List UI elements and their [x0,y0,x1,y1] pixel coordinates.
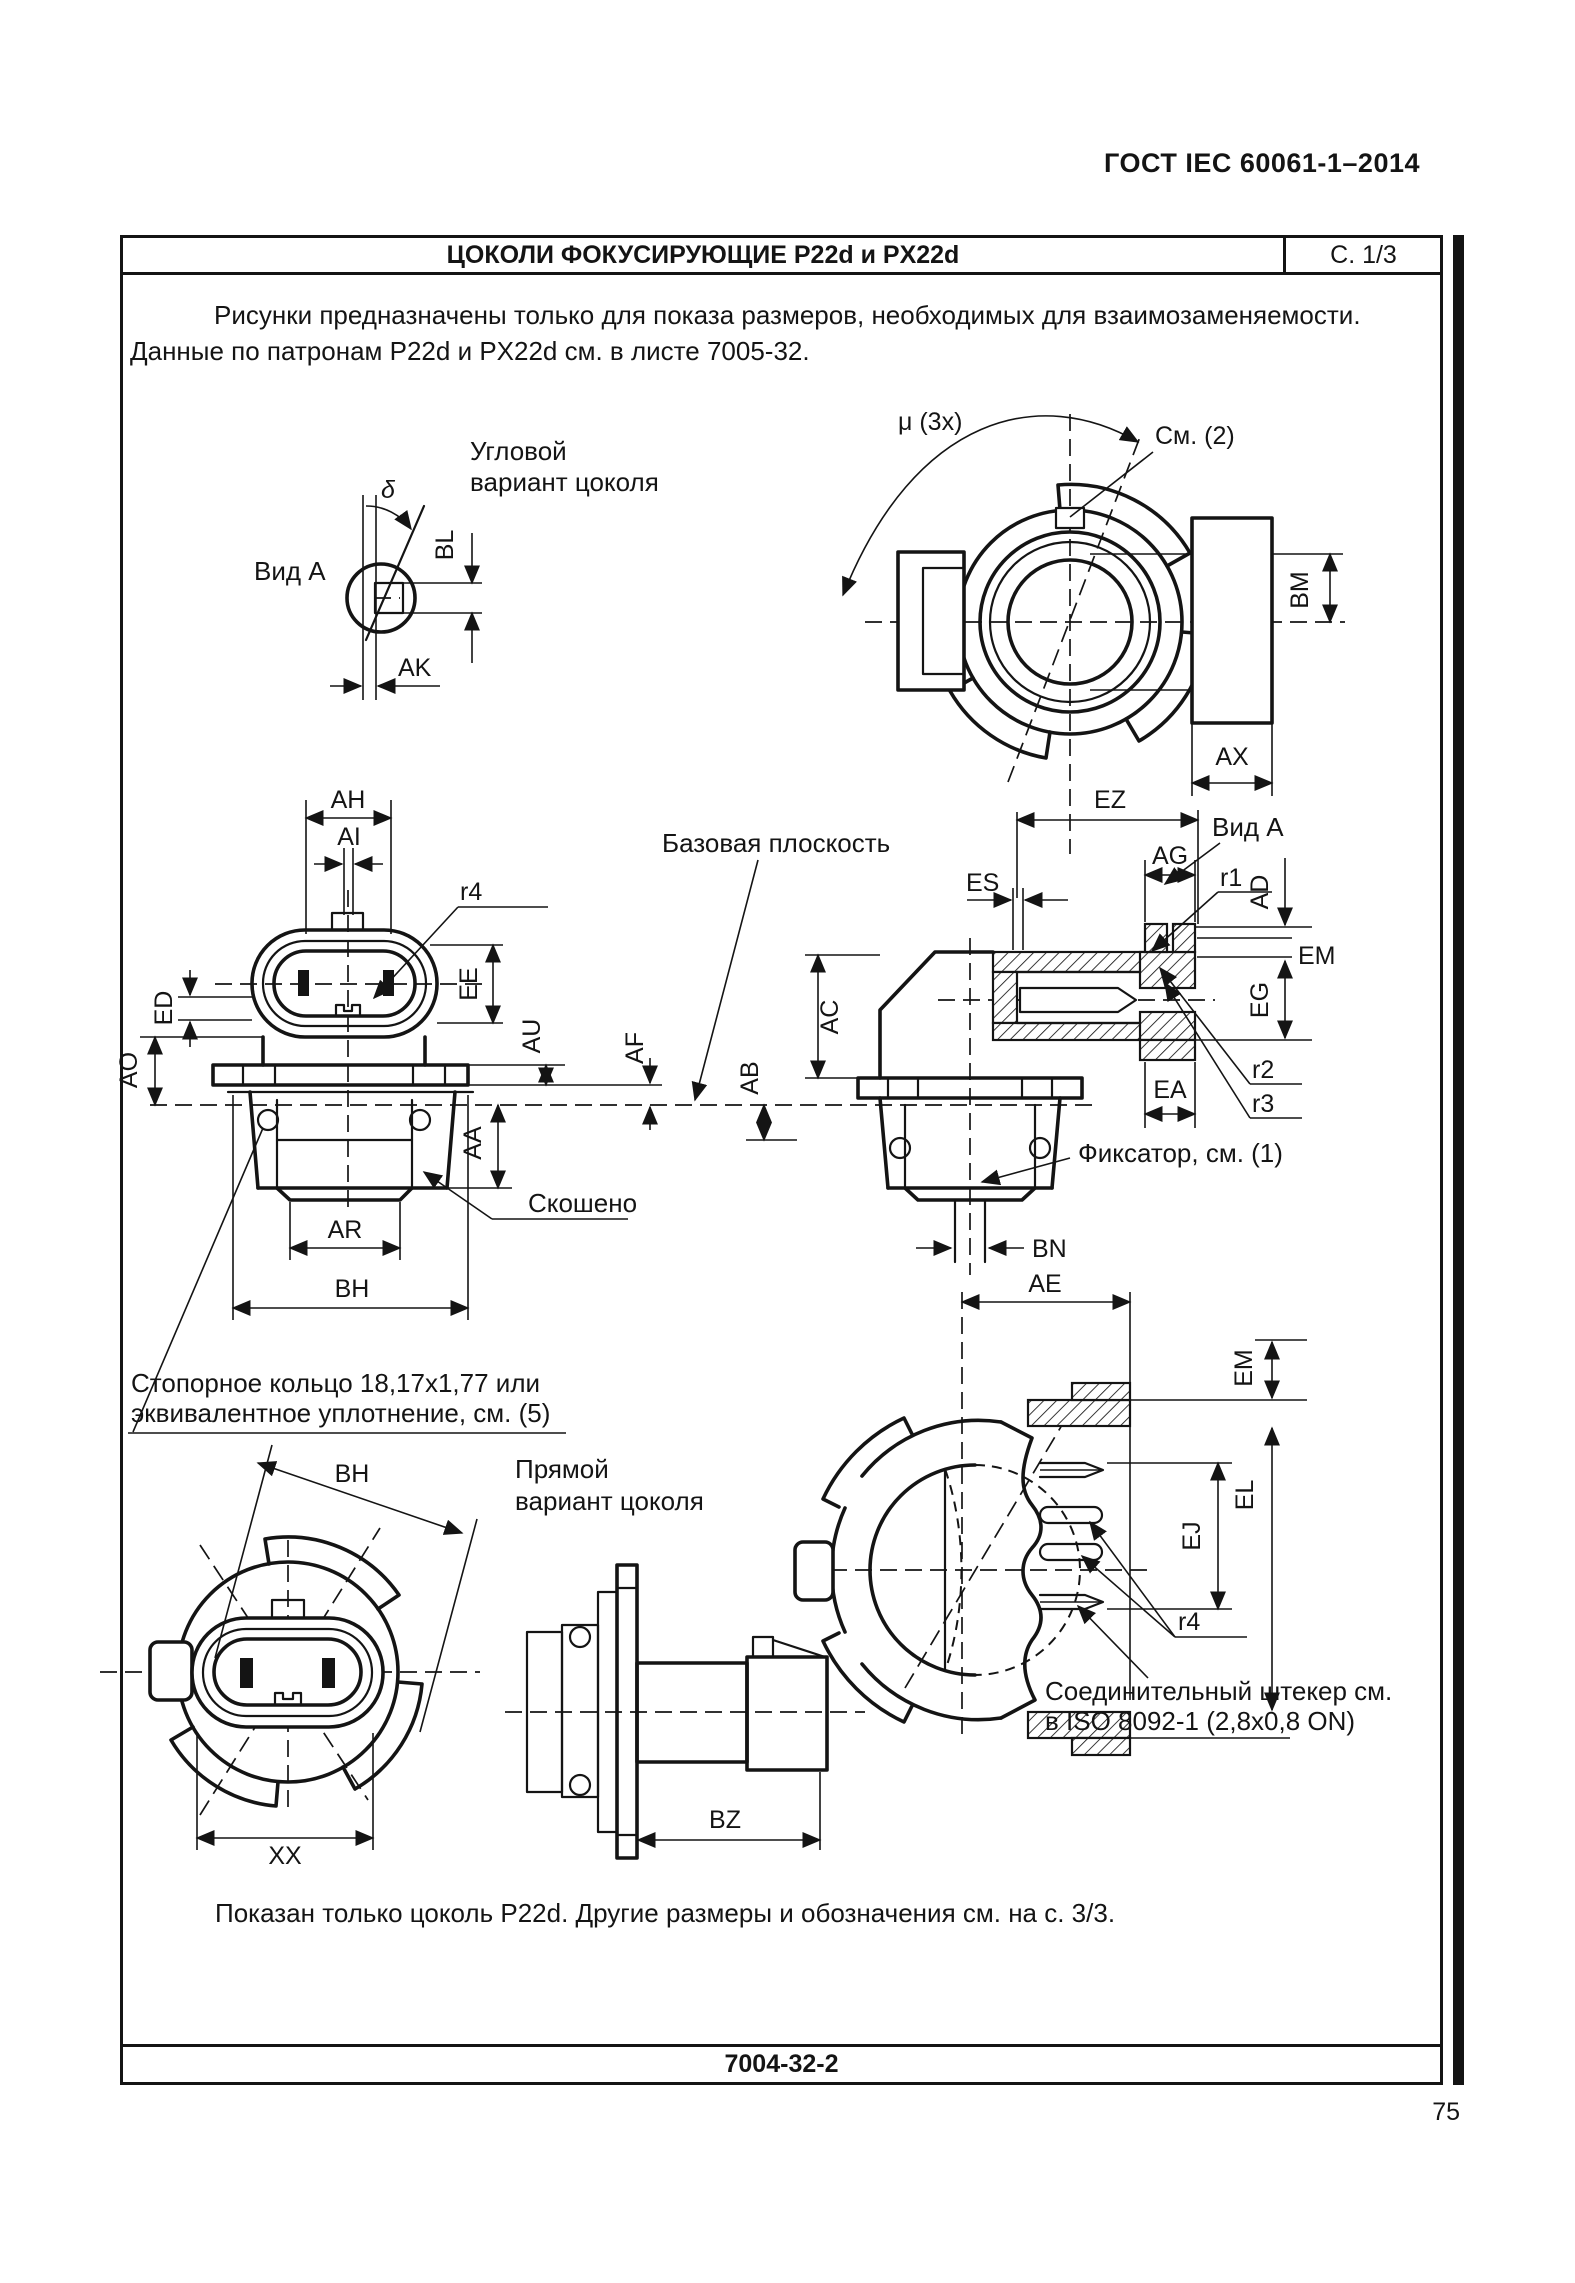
drawing-front-view: BM AX μ (3x) См. (2) [842,408,1345,854]
connector-note-line2: в ISO 8092-1 (2,8x0,8 ON) [1045,1706,1355,1736]
dim-label-AK: AK [398,654,432,682]
mu-angle-label: μ (3x) [898,408,962,436]
dim-label-AF: AF [621,1032,649,1064]
dim-label-AE: AE [1028,1270,1061,1298]
dim-label-BH: BH [335,1275,370,1303]
retainer-label: Фиксатор, см. (1) [1078,1138,1283,1168]
dim-label-r4-bottom: r4 [1178,1608,1200,1636]
dim-label-AH: AH [331,786,366,814]
lock-ring-line1: Стопорное кольцо 18,17x1,77 или [131,1368,540,1398]
straight-variant-line1: Прямой [515,1454,609,1484]
view-a-label-top: Вид А [254,556,326,586]
dim-label-r2: r2 [1252,1056,1274,1084]
dim-label-EM-bottom: EM [1230,1349,1258,1387]
dim-label-AI: AI [337,823,361,851]
dim-label-EE: EE [455,967,483,1000]
dim-label-EJ: EJ [1178,1521,1206,1550]
dim-label-EM-side: EM [1298,942,1336,970]
page-number: 75 [1432,2098,1460,2126]
dim-label-EG: EG [1246,982,1274,1018]
angular-variant-line2: вариант цоколя [470,467,659,497]
dim-label-ED: ED [150,991,178,1026]
drawing-cap-front: AH AI r4 EE ED [115,786,662,1434]
dim-label-BZ: BZ [709,1806,741,1834]
sheet-title: ЦОКОЛИ ФОКУСИРУЮЩИЕ P22d и PX22d [446,241,960,269]
intro-line-2: Данные по патронам P22d и PX22d см. в ли… [130,336,810,366]
base-plane-reference: Базовая плоскость AB [150,828,1092,1142]
dim-label-BN: BN [1032,1235,1067,1263]
header-cell-divider [1283,235,1286,275]
dim-label-AO: AO [115,1052,143,1088]
dim-label-BH-rear: BH [335,1460,370,1488]
drawing-view-a-angular: δ BL AK Вид А Угловой вариант цоколя [254,436,659,700]
connector-note-line1: Соединительный штекер см. [1045,1676,1392,1706]
dim-label-AG: AG [1152,842,1188,870]
angular-variant-line1: Угловой [470,436,567,466]
header-row-divider [120,272,1443,275]
see-note-2-label: См. (2) [1155,422,1235,450]
base-plane-label: Базовая плоскость [662,828,890,858]
dim-label-AU: AU [518,1019,546,1054]
sheet-page-ref: С. 1/3 [1330,241,1397,269]
dim-label-EZ: EZ [1094,786,1126,814]
dim-label-AR: AR [328,1216,363,1244]
dim-label-AA: AA [459,1126,487,1160]
chamfered-label: Скошено [528,1188,637,1218]
dim-label-EA: EA [1153,1076,1187,1104]
dim-label-XX: XX [268,1842,302,1870]
sheet-code: 7004-32-2 [724,2050,839,2078]
straight-variant-line2: вариант цоколя [515,1486,704,1516]
dim-label-ES: ES [966,869,999,897]
dim-label-AB: AB [736,1061,764,1094]
intro-line-1: Рисунки предназначены только для показа … [214,300,1361,330]
dim-label-AC: AC [816,1000,844,1035]
drawing-straight-side-view: BZ [505,1563,865,1860]
drawing-rear-view: BH XX Прямой вариант цоколя [100,1444,704,1870]
dim-label-BM: BM [1286,571,1314,609]
standard-header: ГОСТ IEC 60061-1–2014 [1104,148,1420,178]
dim-label-r1: r1 [1220,864,1242,892]
sheet-frame [120,235,1443,2085]
dim-label-AD: AD [1246,875,1274,910]
delta-angle-label: δ [381,476,396,504]
dim-label-EL: EL [1231,1480,1259,1511]
footer-row-divider [120,2044,1443,2047]
dim-label-AX: AX [1215,743,1249,771]
view-a-label-side: Вид А [1212,812,1284,842]
right-double-border [1453,235,1464,2085]
drawing-connector-view: AE [793,1270,1392,1757]
dim-label-r4-mid: r4 [460,878,482,906]
lock-ring-line2: эквивалентное уплотнение, см. (5) [131,1398,550,1428]
footnote: Показан только цоколь P22d. Другие разме… [215,1898,1116,1928]
dim-label-BL: BL [431,530,459,561]
dim-label-r3: r3 [1252,1090,1274,1118]
drawing-section-view: EZ Вид А AG ES r1 AD EM [805,786,1336,1275]
